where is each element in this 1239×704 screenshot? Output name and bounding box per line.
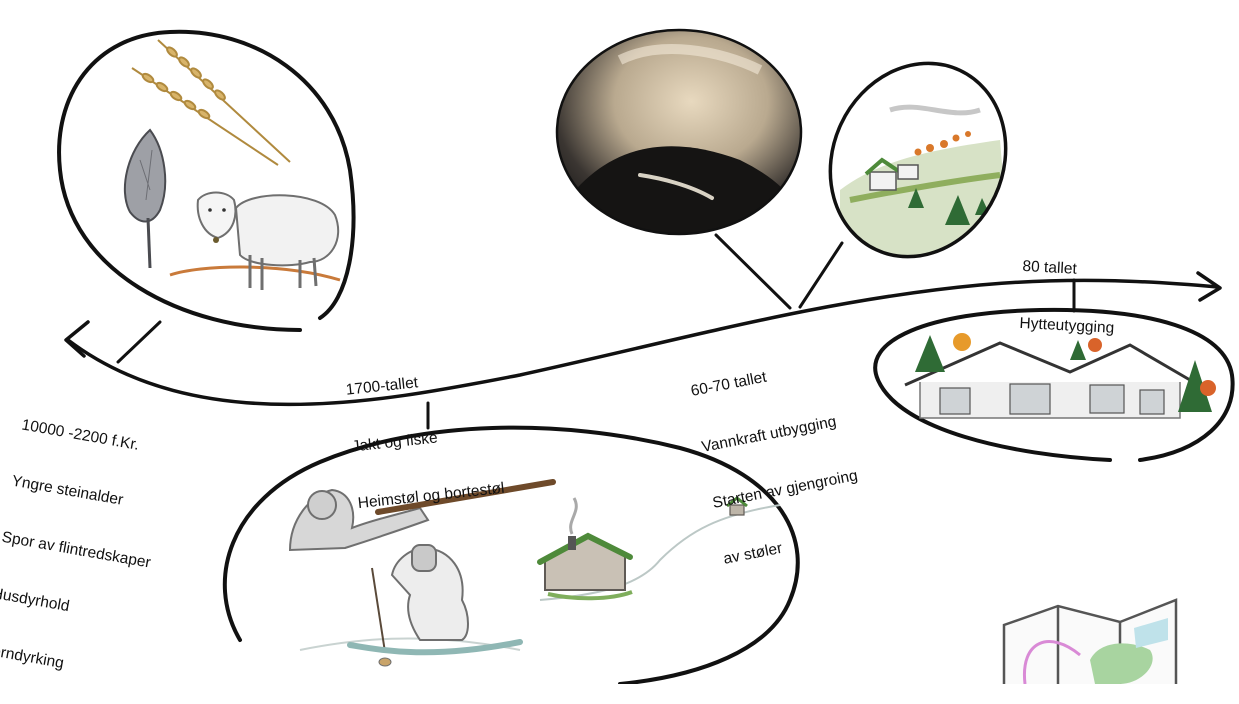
connector-farm [800, 243, 842, 307]
label-1700: 1700-tallet Jakt og fiske Heimstøl og bo… [341, 328, 507, 532]
label-1980: 80 tallet Hytteutygging [1018, 219, 1120, 357]
label-stone-age-line-3: Spor av flintredskaper [0, 528, 152, 573]
connector-stone-age [118, 322, 160, 362]
label-1960-70-line-4: av støler [722, 522, 870, 569]
map-icon [1004, 600, 1176, 684]
label-1700-line-1: 1700-tallet [345, 365, 493, 399]
oval-stone-age [59, 32, 353, 330]
flint-tool-icon [125, 130, 165, 268]
connector-aerial [716, 235, 790, 308]
label-stone-age-line-5: Korndyrking [0, 640, 132, 685]
label-stone-age-line-1: 10000 -2200 f.Kr. [20, 415, 172, 460]
illustration-reservoir [557, 30, 810, 240]
cabin-icon [540, 498, 632, 598]
label-1960-70-line-2: Vannkraft utbygging [700, 410, 848, 457]
label-1980-line-1: 80 tallet [1022, 257, 1118, 281]
label-1960-70-line-3: Starten av gjengroing [711, 466, 859, 513]
label-stone-age-line-4: Husdyrhold [0, 584, 142, 629]
illustration-stone-age [59, 32, 353, 330]
label-1700-line-2: Jakt og fiske [351, 422, 499, 456]
label-1960-70-line-1: 60-70 tallet [689, 354, 837, 401]
label-1700-line-3: Heimstøl og bortestøl [357, 479, 505, 513]
label-1980-line-2: Hytteutygging [1019, 314, 1115, 338]
illustration-overgrown-farm [799, 34, 1037, 285]
label-stone-age-line-2: Yngre steinalder [10, 472, 162, 517]
cabin-building-icon [905, 343, 1190, 418]
fisher-icon [350, 545, 520, 666]
sheep-icon [170, 193, 340, 291]
